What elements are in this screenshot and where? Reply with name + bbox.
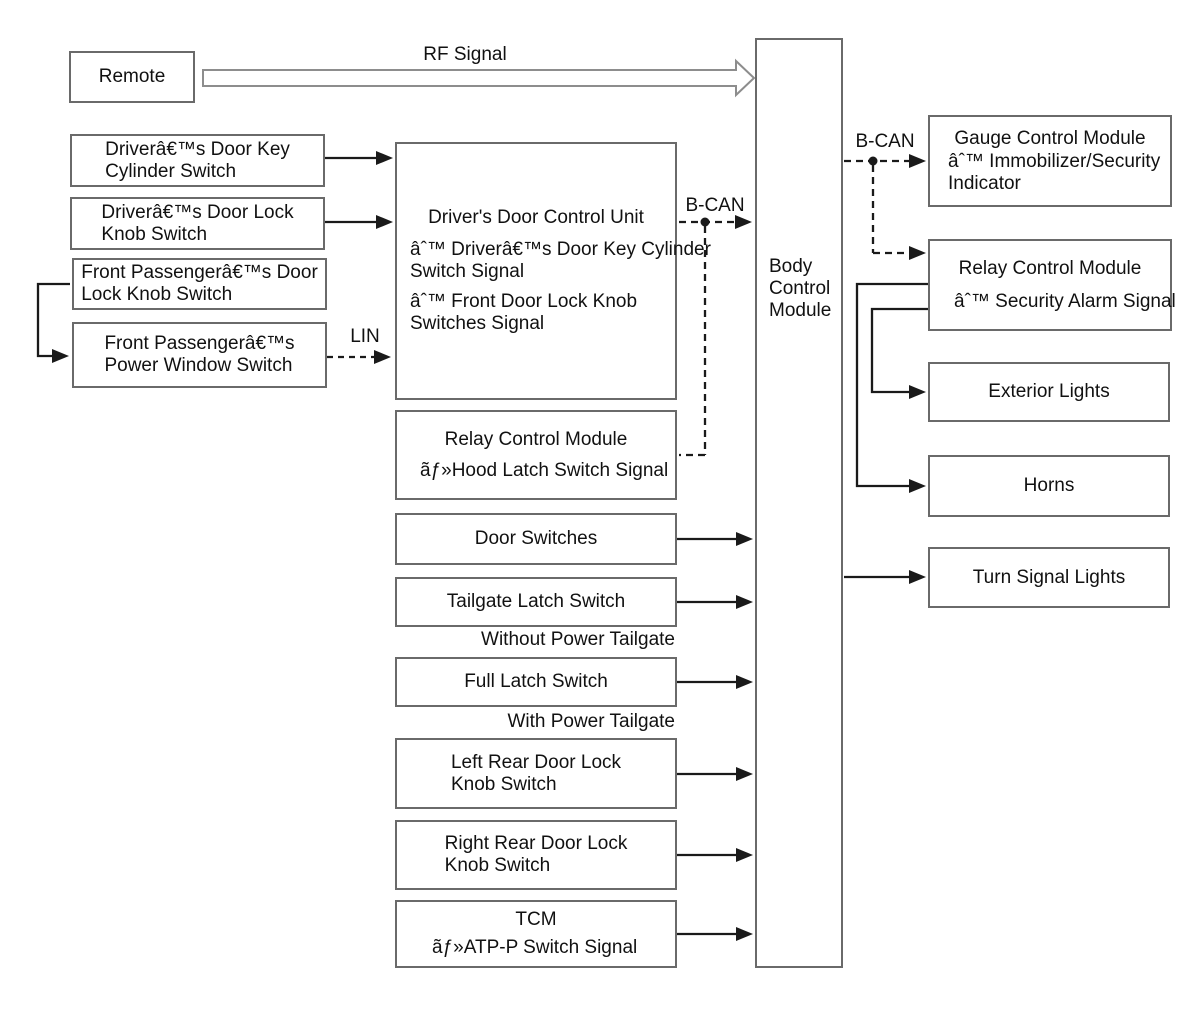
label-b-can-left: B-CAN <box>685 195 745 216</box>
node-label: Left Rear Door Lock Knob Switch <box>450 751 622 795</box>
edge-key-cylinder-to-ddcu <box>325 151 393 165</box>
node-label: Remote <box>98 66 166 87</box>
node-full-latch-switch: Full Latch Switch <box>395 657 677 707</box>
node-title: Relay Control Module <box>958 257 1142 279</box>
edge-tcm-to-bcm <box>677 927 753 941</box>
node-label: Body Control Module <box>769 256 832 321</box>
node-horns: Horns <box>928 455 1170 517</box>
edge-relay-to-exterior-lights <box>870 307 928 399</box>
node-tailgate-latch-switch: Tailgate Latch Switch <box>395 577 677 627</box>
node-title: Driver's Door Control Unit <box>428 207 644 228</box>
node-driver-door-key-cylinder-switch: Driverâ€™s Door Key Cylinder Switch <box>70 134 325 187</box>
node-label: Horns <box>1023 475 1075 496</box>
node-title: Relay Control Module <box>444 428 628 450</box>
node-tcm: TCM ãƒ»ATP-P Switch Signal <box>395 900 677 968</box>
node-turn-signal-lights: Turn Signal Lights <box>928 547 1170 608</box>
node-drivers-door-control-unit: Driver's Door Control Unit âˆ™ Driverâ€™… <box>395 142 711 400</box>
edge-rf-signal <box>202 58 756 98</box>
node-exterior-lights: Exterior Lights <box>928 362 1170 422</box>
label-without-power-tailgate: Without Power Tailgate <box>481 629 675 650</box>
node-left-rear-door-lock-knob-switch: Left Rear Door Lock Knob Switch <box>395 738 677 809</box>
edge-right-rear-to-bcm <box>677 848 753 862</box>
node-label: Tailgate Latch Switch <box>446 591 626 612</box>
node-label: Driverâ€™s Door Lock Knob Switch <box>101 201 294 245</box>
node-label: Driverâ€™s Door Key Cylinder Switch <box>105 138 290 182</box>
edge-b-can-left <box>679 215 752 457</box>
node-body-control-module: Body Control Module <box>755 38 843 968</box>
edge-door-switches-to-bcm <box>677 532 753 546</box>
node-label: Turn Signal Lights <box>972 566 1126 588</box>
node-door-switches: Door Switches <box>395 513 677 565</box>
label-b-can-right: B-CAN <box>855 131 915 152</box>
node-remote: Remote <box>69 51 195 103</box>
node-relay-control-module-right: Relay Control Module âˆ™ Security Alarm … <box>928 239 1176 331</box>
node-signal: âˆ™ Immobilizer/Security Indicator <box>948 150 1161 194</box>
label-with-power-tailgate: With Power Tailgate <box>507 711 675 732</box>
node-label: Exterior Lights <box>988 381 1110 402</box>
node-relay-control-module-center: Relay Control Module ãƒ»Hood Latch Switc… <box>395 410 677 500</box>
edge-lin <box>327 350 391 364</box>
node-signal: âˆ™ Front Door Lock Knob Switches Signal <box>410 291 638 334</box>
node-signal: âˆ™ Driverâ€™s Door Key Cylinder Switch … <box>410 239 711 282</box>
node-title: TCM <box>515 909 557 930</box>
node-label: Right Rear Door Lock Knob Switch <box>444 833 628 876</box>
node-title: Gauge Control Module <box>954 127 1146 149</box>
node-front-passenger-door-lock-knob-switch: Front Passengerâ€™s Door Lock Knob Switc… <box>72 258 327 310</box>
node-driver-door-lock-knob-switch: Driverâ€™s Door Lock Knob Switch <box>70 197 325 250</box>
label-lin: LIN <box>350 326 380 347</box>
edge-relay-to-horns <box>855 282 928 493</box>
label-rf-signal: RF Signal <box>423 44 507 65</box>
edge-lock-knob-to-ddcu <box>325 215 393 229</box>
node-label: Front Passengerâ€™s Power Window Switch <box>104 333 295 376</box>
edge-passenger-lock-to-window-switch <box>36 282 70 363</box>
edge-bcm-to-turn-signal-lights <box>844 570 926 584</box>
edge-b-can-right <box>844 154 926 260</box>
node-label: Full Latch Switch <box>464 671 608 692</box>
node-right-rear-door-lock-knob-switch: Right Rear Door Lock Knob Switch <box>395 820 677 890</box>
edge-left-rear-to-bcm <box>677 767 753 781</box>
node-label: Door Switches <box>474 528 598 549</box>
edge-tailgate-latch-to-bcm <box>677 595 753 609</box>
node-gauge-control-module: Gauge Control Module âˆ™ Immobilizer/Sec… <box>928 115 1172 207</box>
node-signal: ãƒ»Hood Latch Switch Signal <box>420 459 669 481</box>
node-signal: âˆ™ Security Alarm Signal <box>954 290 1176 312</box>
node-front-passenger-power-window-switch: Front Passengerâ€™s Power Window Switch <box>72 322 327 388</box>
node-signal: ãƒ»ATP-P Switch Signal <box>432 937 638 958</box>
node-label: Front Passengerâ€™s Door Lock Knob Switc… <box>81 262 318 305</box>
edge-full-latch-to-bcm <box>677 675 753 689</box>
